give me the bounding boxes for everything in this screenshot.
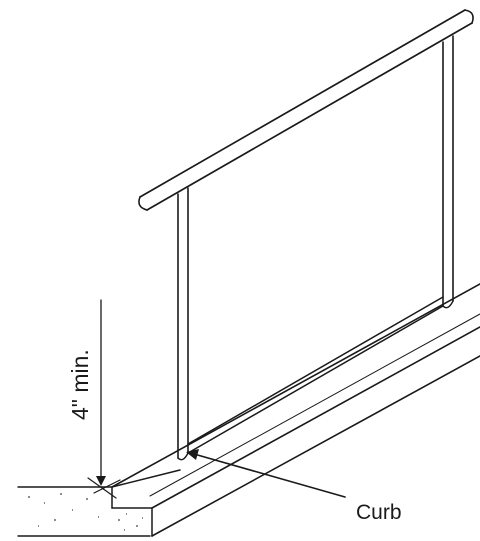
curb-arrowhead	[186, 449, 199, 460]
curb-callout	[186, 449, 346, 498]
concrete-stipple	[28, 493, 143, 531]
left-post	[177, 187, 189, 461]
curb-base	[28, 283, 480, 537]
bottom-rail	[187, 296, 444, 454]
ground	[17, 486, 151, 537]
right-post	[442, 35, 454, 309]
dimension-arrowhead	[96, 476, 106, 486]
curb-label: Curb	[356, 501, 402, 524]
dimension-4in	[87, 299, 121, 499]
top-handrail	[138, 9, 474, 211]
dimension-label: 4" min.	[67, 349, 93, 420]
